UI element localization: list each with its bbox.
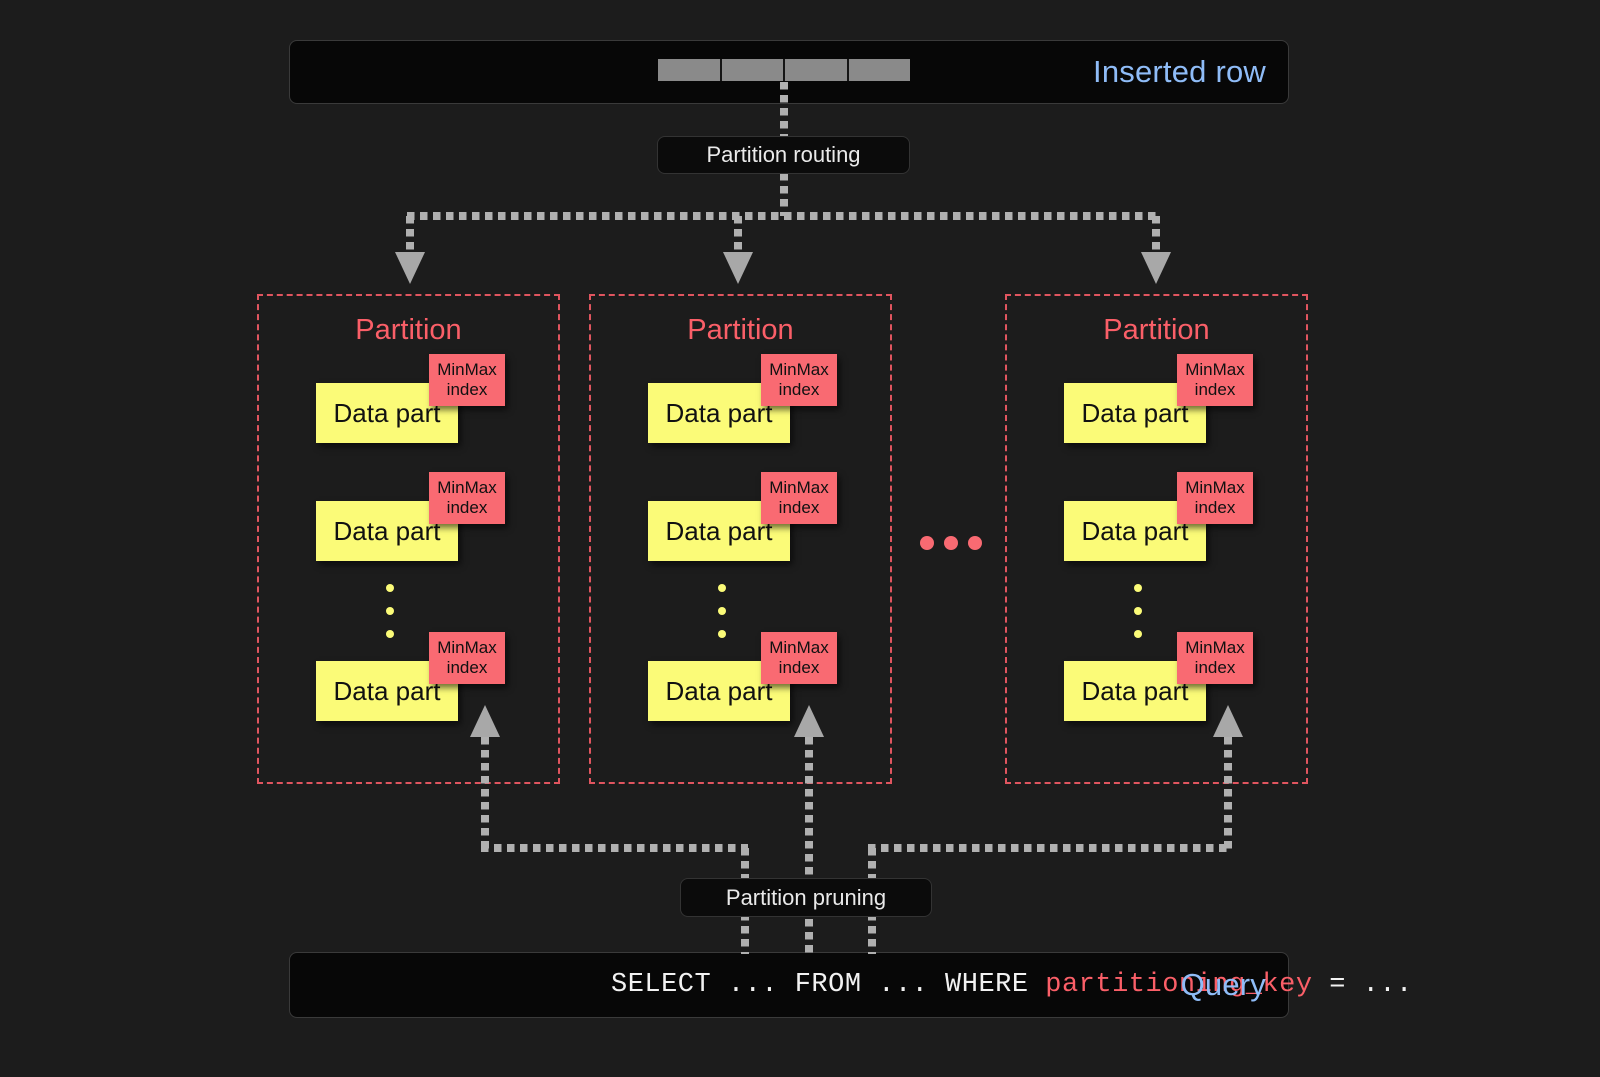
data-part-box: Data part (1064, 661, 1206, 721)
arrow-up-partition-3 (1213, 705, 1243, 737)
connector-partition-3-down (1224, 737, 1232, 850)
sql-suffix: = ... (1312, 970, 1413, 1000)
vertical-ellipsis-icon (386, 584, 395, 639)
row-cell (785, 59, 849, 81)
sql-prefix: SELECT ... FROM ... WHERE (611, 970, 1046, 1000)
data-part-box: Data part (648, 383, 790, 443)
partition-title: Partition (1103, 314, 1210, 346)
data-part-label: Data part (333, 397, 441, 428)
arrow-down-partition-3 (1141, 252, 1171, 284)
data-part-label: Data part (333, 675, 441, 706)
partition-title: Partition (355, 314, 462, 346)
data-part-label: Data part (665, 397, 773, 428)
inserted-row-cells (658, 59, 910, 81)
data-part-label: Data part (1081, 675, 1189, 706)
arrow-up-partition-2 (794, 705, 824, 737)
partition-routing-box: Partition routing (657, 136, 910, 174)
connector-bus-to-partition-1 (406, 216, 414, 256)
connector-bus-to-partition-2 (734, 216, 742, 256)
connector-partition-2-to-pruning (805, 737, 813, 954)
inserted-row-bar: Inserted row (289, 40, 1289, 104)
data-part-label: Data part (333, 515, 441, 546)
connector-bus-to-partition-3 (1152, 216, 1160, 256)
vertical-ellipsis-icon (1134, 584, 1143, 639)
horizontal-ellipsis-icon (920, 536, 982, 550)
arrow-down-partition-1 (395, 252, 425, 284)
row-cell (721, 59, 785, 81)
connector-partition-3-to-pruning (868, 844, 1232, 852)
sql-query-text: SELECT ... FROM ... WHERE partitioning_k… (611, 970, 1413, 1000)
partition-pruning-label: Partition pruning (725, 884, 887, 910)
arrow-up-partition-1 (470, 705, 500, 737)
connector-routing-bus (407, 212, 1157, 220)
row-cell (658, 59, 722, 81)
row-cell (848, 59, 910, 81)
partition-routing-label: Partition routing (706, 142, 861, 167)
partition-title: Partition (687, 314, 794, 346)
connector-partition-1-down (481, 737, 489, 850)
data-part-label: Data part (1081, 515, 1189, 546)
data-part-label: Data part (665, 675, 773, 706)
arrow-down-partition-2 (723, 252, 753, 284)
data-part-label: Data part (1081, 397, 1189, 428)
inserted-row-label: Inserted row (1093, 54, 1266, 89)
connector-partition-1-to-pruning (481, 844, 748, 852)
partition-pruning-box: Partition pruning (680, 878, 932, 917)
query-label: Query (1180, 967, 1266, 1002)
sql-partitioning-key: partitioning_key (1045, 970, 1313, 1000)
query-bar: SELECT ... FROM ... WHERE partitioning_k… (289, 952, 1412, 1018)
vertical-ellipsis-icon (718, 584, 727, 639)
data-part-label: Data part (665, 515, 773, 546)
